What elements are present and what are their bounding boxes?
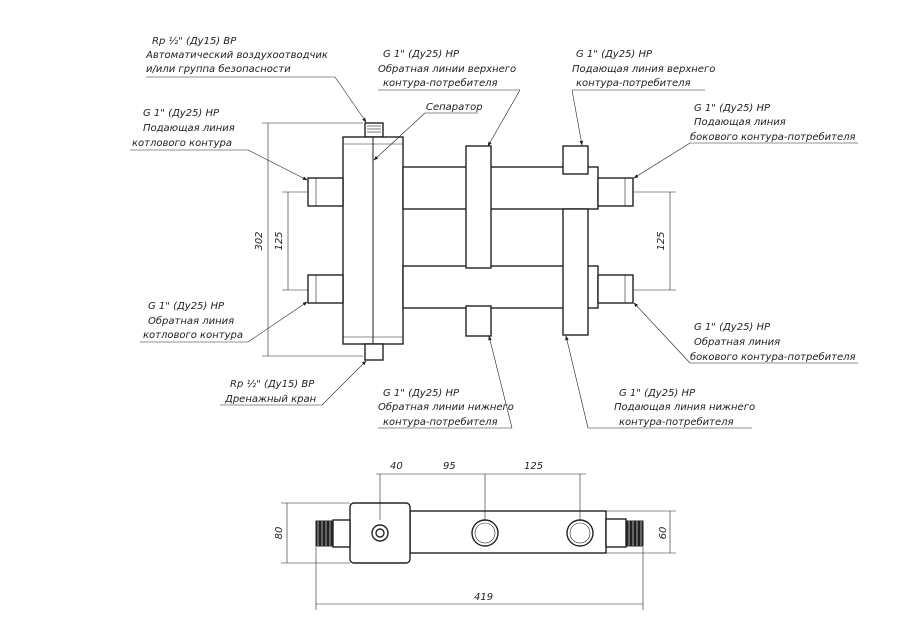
dim-height-302: 302 xyxy=(254,231,265,250)
svg-text:контура-потребителя: контура-потребителя xyxy=(619,416,734,428)
svg-text:G 1" (Ду25) НР: G 1" (Ду25) НР xyxy=(383,388,460,399)
svg-text:Подающая линия нижнего: Подающая линия нижнего xyxy=(614,402,755,413)
dim-80: 80 xyxy=(274,527,285,540)
svg-text:Сепаратор: Сепаратор xyxy=(426,102,483,113)
side-view xyxy=(315,502,644,564)
label-side-return: G 1" (Ду25) НР Обратная линия бокового к… xyxy=(690,322,856,363)
svg-text:Rp ½" (Ду15) ВР: Rp ½" (Ду15) ВР xyxy=(152,35,237,47)
header-pipes xyxy=(402,145,634,337)
boiler-pipes xyxy=(307,177,344,304)
svg-text:контура-потребителя: контура-потребителя xyxy=(383,77,498,89)
svg-text:Подающая линия: Подающая линия xyxy=(694,117,786,128)
dim-60: 60 xyxy=(658,527,669,540)
dim-125: 125 xyxy=(524,461,543,472)
svg-text:бокового контура-потребителя: бокового контура-потребителя xyxy=(690,131,856,143)
leader-lines xyxy=(130,76,858,429)
svg-text:Подающая линия: Подающая линия xyxy=(143,123,235,134)
svg-text:контура-потребителя: контура-потребителя xyxy=(383,416,498,428)
dim-95: 95 xyxy=(443,461,456,472)
svg-text:контура-потребителя: контура-потребителя xyxy=(576,77,691,89)
dim-left-125: 125 xyxy=(274,231,285,250)
label-drain: Rp ½" (Ду15) ВР Дренажный кран xyxy=(224,378,317,405)
svg-text:Подающая линия верхнего: Подающая линия верхнего xyxy=(572,64,715,75)
label-bottom-supply: G 1" (Ду25) НР Подающая линия нижнего ко… xyxy=(614,388,755,428)
svg-text:Автоматический воздухоотводчик: Автоматический воздухоотводчик xyxy=(145,50,328,61)
label-air-vent: Rp ½" (Ду15) ВР Автоматический воздухоот… xyxy=(145,35,328,75)
svg-text:G 1" (Ду25) НР: G 1" (Ду25) НР xyxy=(143,108,220,119)
svg-text:Обратная линия: Обратная линия xyxy=(694,336,780,348)
svg-text:G 1" (Ду25) НР: G 1" (Ду25) НР xyxy=(576,49,653,60)
svg-text:Дренажный кран: Дренажный кран xyxy=(224,394,317,405)
svg-text:G 1" (Ду25) НР: G 1" (Ду25) НР xyxy=(619,388,696,399)
svg-text:Обратная линии верхнего: Обратная линии верхнего xyxy=(378,63,516,75)
svg-text:котлового контура: котлового контура xyxy=(132,138,232,149)
side-view-dimensions xyxy=(281,473,676,610)
label-separator: Сепаратор xyxy=(426,102,483,113)
svg-text:бокового контура-потребителя: бокового контура-потребителя xyxy=(690,351,856,363)
svg-text:котлового контура: котлового контура xyxy=(143,330,243,341)
label-bottom-return: G 1" (Ду25) НР Обратная линии нижнего ко… xyxy=(378,388,514,428)
dim-419: 419 xyxy=(474,592,493,603)
svg-text:Обратная линии нижнего: Обратная линии нижнего xyxy=(378,401,514,413)
svg-text:G 1" (Ду25) НР: G 1" (Ду25) НР xyxy=(694,322,771,333)
label-side-supply: G 1" (Ду25) НР Подающая линия бокового к… xyxy=(690,103,856,143)
dim-right-125: 125 xyxy=(656,231,667,250)
svg-text:Rp ½" (Ду15) ВР: Rp ½" (Ду15) ВР xyxy=(230,378,315,390)
label-boiler-return: G 1" (Ду25) НР Обратная линия котлового … xyxy=(143,301,243,341)
svg-text:G 1" (Ду25) НР: G 1" (Ду25) НР xyxy=(148,301,225,312)
dim-40: 40 xyxy=(390,461,403,472)
svg-text:G 1" (Ду25) НР: G 1" (Ду25) НР xyxy=(694,103,771,114)
label-top-return: G 1" (Ду25) НР Обратная линии верхнего к… xyxy=(378,49,516,89)
top-view-dimensions xyxy=(262,122,676,357)
label-boiler-supply: G 1" (Ду25) НР Подающая линия котлового … xyxy=(132,108,235,149)
label-top-supply: G 1" (Ду25) НР Подающая линия верхнего к… xyxy=(572,49,715,89)
svg-text:G 1" (Ду25) НР: G 1" (Ду25) НР xyxy=(383,49,460,60)
svg-text:и/или группа безопасности: и/или группа безопасности xyxy=(146,63,291,75)
separator-body xyxy=(342,122,404,361)
svg-text:Обратная линия: Обратная линия xyxy=(148,315,234,327)
